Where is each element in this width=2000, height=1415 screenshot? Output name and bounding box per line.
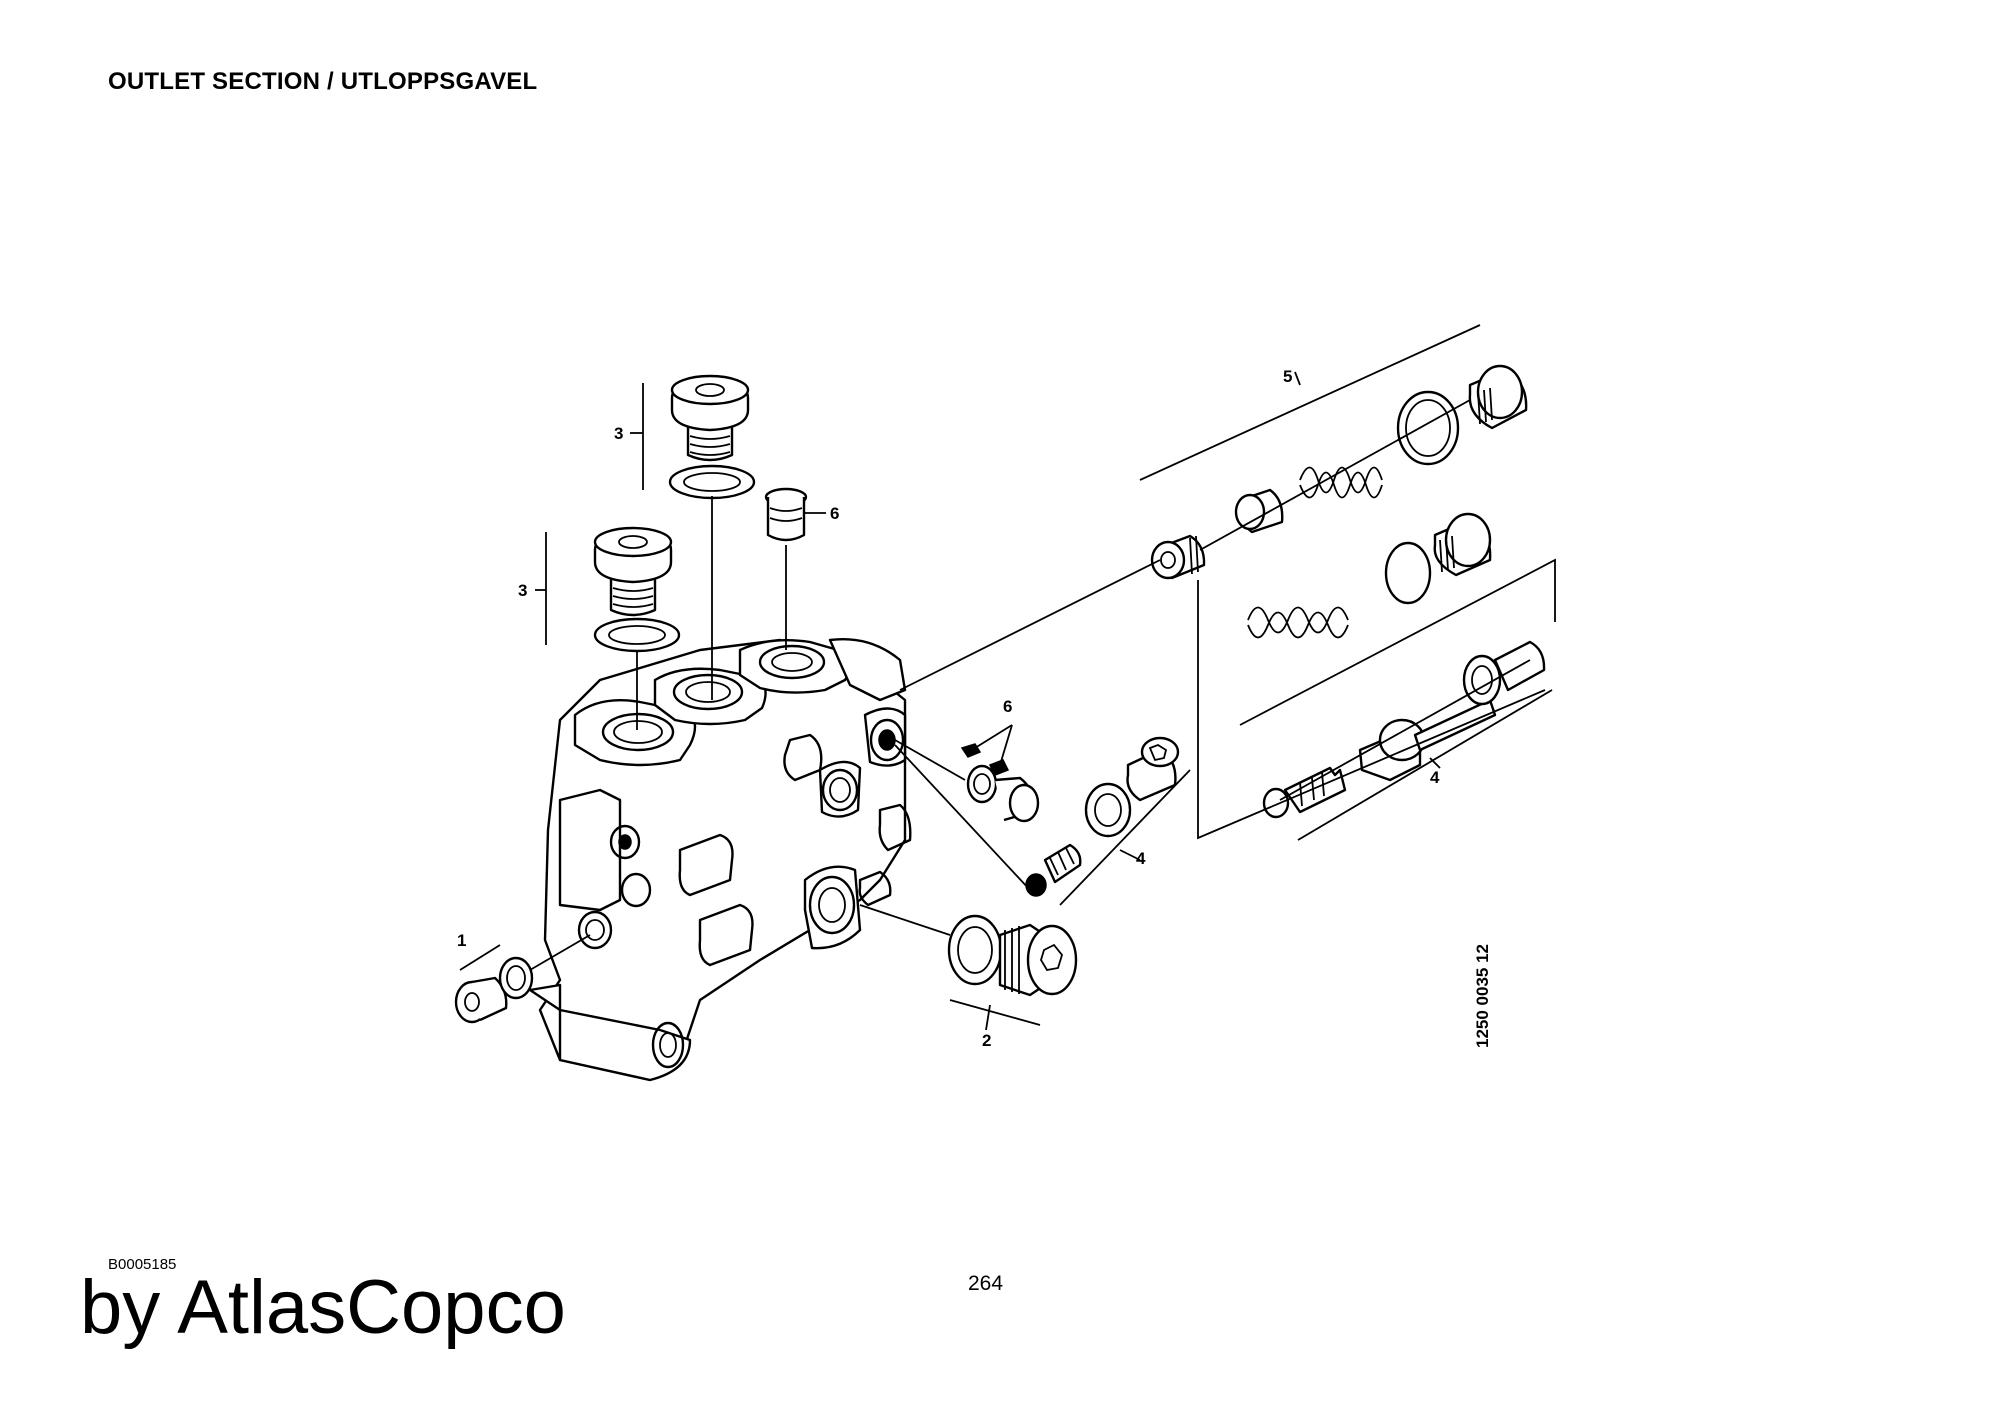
callout-labels: 1 2 3 3 4 4 5 6 6: [457, 367, 1440, 1050]
callout-3-lower: 3: [518, 581, 527, 600]
item-6-side-plugs: [894, 739, 1040, 823]
callout-5: 5: [1283, 367, 1292, 386]
item-3-lower-plug: [593, 526, 681, 730]
page-number: 264: [968, 1272, 1004, 1295]
document-id: B0005185: [108, 1256, 177, 1273]
callout-6-side: 6: [1003, 697, 1012, 716]
item-2-plug: [859, 904, 1078, 997]
page-title: OUTLET SECTION / UTLOPPSGAVEL: [108, 68, 538, 95]
valve-body: [528, 638, 912, 1082]
callout-1: 1: [457, 931, 466, 950]
leader-lines: [459, 324, 1556, 1031]
item-3-upper-plug: [668, 374, 756, 700]
callout-4-small: 4: [1136, 849, 1146, 868]
watermark-text: by AtlasCopco: [80, 1265, 566, 1350]
callout-3-upper: 3: [614, 424, 623, 443]
callout-6-top: 6: [830, 504, 839, 523]
callout-4-long: 4: [1430, 768, 1440, 787]
drawing-number: 1250 0035 12: [1473, 944, 1492, 1048]
callout-2: 2: [982, 1031, 991, 1050]
item-4-long-cartridge: [1247, 512, 1546, 819]
item-6-top-plug: [764, 487, 808, 650]
item-5-cartridge: [899, 364, 1528, 691]
item-1-plug: [454, 934, 591, 1024]
item-4-small-cartridge: [894, 736, 1180, 897]
